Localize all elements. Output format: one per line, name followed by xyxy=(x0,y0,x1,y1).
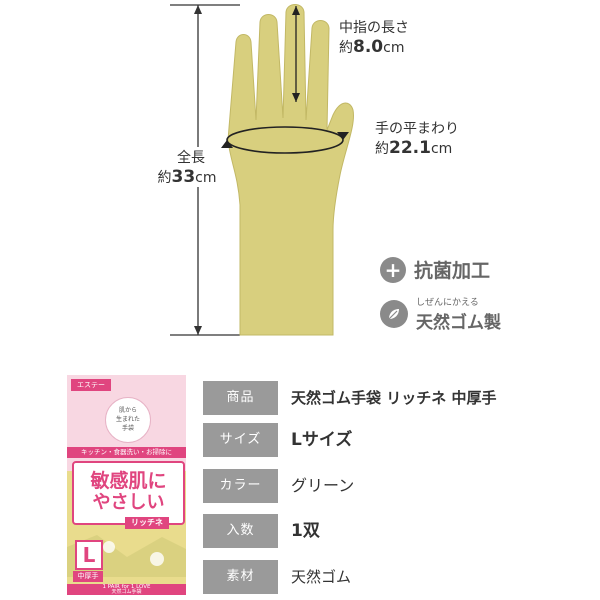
palm-value: 22.1 xyxy=(389,138,431,158)
package-footer: 1 PAIR for 1 LOVE 天然ゴム手袋 xyxy=(67,584,186,595)
total-length-label: 全長 約33cm xyxy=(157,147,220,187)
total-length-title: 全長 xyxy=(177,150,205,166)
total-length-prefix: 約 xyxy=(157,170,172,186)
leaf-icon xyxy=(380,300,408,328)
package-headline-box: 敏感肌に やさしい xyxy=(72,461,185,525)
natural-rubber-feature: しぜんにかえる 天然ゴム製 xyxy=(380,295,501,333)
spec-value-size: Lサイズ xyxy=(291,430,353,450)
package-circle-line-2: 生まれた xyxy=(115,416,140,423)
package-circle-line-1: 肌から xyxy=(118,407,137,414)
leaf-icon-svg xyxy=(388,309,399,320)
package-circle-line-3: 手袋 xyxy=(121,425,134,432)
palm-arrow-right xyxy=(337,132,349,140)
middle-finger-title: 中指の長さ xyxy=(339,20,409,36)
package-brand: リッチネ xyxy=(125,517,169,529)
middle-finger-arrow-top xyxy=(292,6,300,15)
palm-title: 手の平まわり xyxy=(375,121,459,137)
middle-finger-arrow-bottom xyxy=(292,93,300,102)
package-image: エステー 肌から 生まれた 手袋 キッチン・食器洗い・お掃除に 敏感肌に やさし… xyxy=(67,375,186,595)
spec-label-product: 商品 xyxy=(203,381,278,415)
package-circle: 肌から 生まれた 手袋 xyxy=(105,397,151,443)
total-length-arrow-bottom xyxy=(194,326,202,335)
package-headline-1: 敏感肌に xyxy=(90,470,167,492)
spec-value-product: 天然ゴム手袋 リッチネ 中厚手 xyxy=(291,389,497,407)
glove-illustration xyxy=(170,4,355,336)
spec-value-color: グリーン xyxy=(291,476,355,495)
package-footer-1: 1 PAIR for 1 LOVE xyxy=(102,584,151,590)
middle-finger-label: 中指の長さ 約8.0cm xyxy=(339,17,409,57)
natural-rubber-text: 天然ゴム製 xyxy=(416,313,501,333)
middle-finger-unit: cm xyxy=(383,40,405,56)
package-tag: エステー xyxy=(71,379,111,391)
package-thickness: 中厚手 xyxy=(73,571,103,582)
spec-label-material: 素材 xyxy=(203,560,278,594)
palm-arrow-left xyxy=(221,140,233,148)
palm-label: 手の平まわり 約22.1cm xyxy=(375,118,459,158)
palm-unit: cm xyxy=(430,141,453,157)
spec-label-quantity: 入数 xyxy=(203,514,278,548)
spec-value-quantity: 1双 xyxy=(291,521,320,541)
antibacterial-text: 抗菌加工 xyxy=(414,260,491,282)
middle-finger-value: 8.0 xyxy=(353,37,384,57)
glove-shape xyxy=(227,4,355,336)
package-band: キッチン・食器洗い・お掃除に xyxy=(67,447,186,458)
total-length-value: 33 xyxy=(171,167,196,187)
spec-value-material: 天然ゴム xyxy=(291,568,352,586)
middle-finger-prefix: 約 xyxy=(339,40,353,56)
total-length-arrow-top xyxy=(194,5,202,14)
package-size-badge: L xyxy=(75,540,103,570)
palm-prefix: 約 xyxy=(375,141,389,157)
spec-label-color: カラー xyxy=(203,469,278,503)
natural-rubber-ruby: しぜんにかえる xyxy=(416,298,479,308)
plus-icon: + xyxy=(380,256,406,283)
package-headline-2: やさしい xyxy=(92,492,165,513)
spec-label-size: サイズ xyxy=(203,423,278,457)
antibacterial-feature: + 抗菌加工 xyxy=(380,256,490,283)
total-length-unit: cm xyxy=(195,170,217,186)
package-footer-2: 天然ゴム手袋 xyxy=(111,589,142,595)
